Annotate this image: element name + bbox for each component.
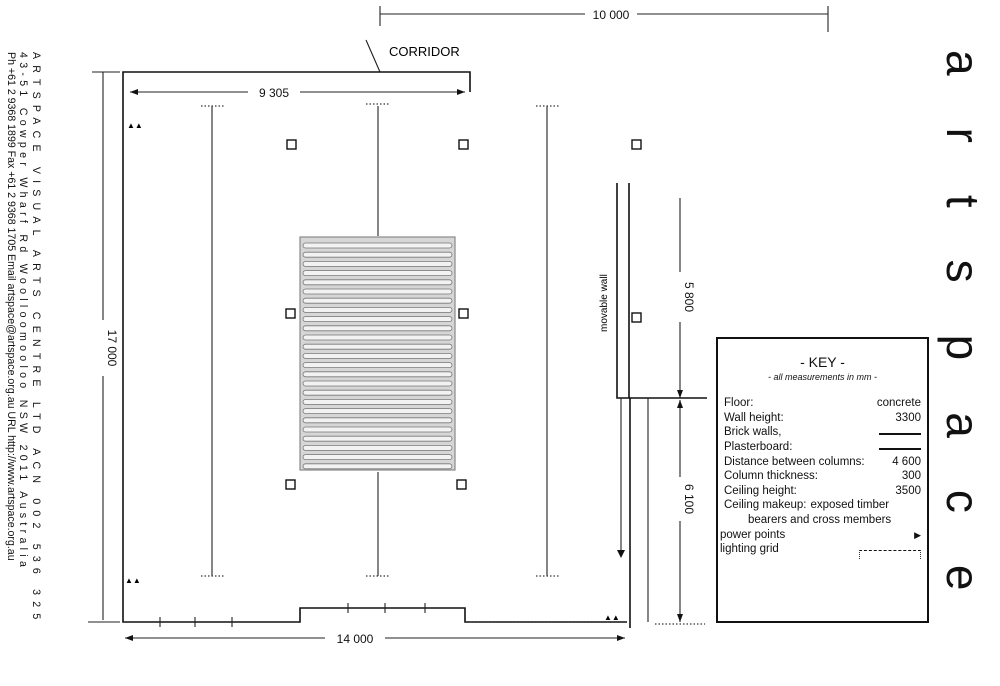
grating-slat: [302, 371, 453, 378]
key-row-column-thickness: Column thickness:300: [724, 470, 921, 483]
key-row-ceiling-makeup-cont: bearers and cross members: [748, 513, 892, 526]
column: [631, 312, 642, 323]
column: [285, 479, 296, 490]
key-row-brick-walls: Brick walls,: [718, 425, 927, 440]
grating-slat: [302, 288, 453, 295]
dimension-top-label: 10 000: [593, 8, 630, 22]
grating-slat: [302, 352, 453, 359]
grating-slat: [302, 325, 453, 332]
key-row-lighting-grid: lighting grid: [718, 542, 927, 560]
grating-slat: [302, 463, 453, 470]
dimension-bottom-label: 14 000: [337, 632, 374, 646]
dimension-right: 5 800 6 100: [672, 198, 696, 622]
key-title: - KEY -: [800, 354, 845, 370]
dimension-inner-top: 9 305: [130, 84, 465, 100]
key-subtitle: - all measurements in mm -: [767, 371, 878, 382]
corridor-label: CORRIDOR: [389, 44, 460, 59]
key-row-wall-height: Wall height:3300: [724, 411, 921, 424]
lighting-grid-icon: [859, 550, 921, 560]
lighting-grid: [201, 103, 559, 577]
grating-slat: [302, 454, 453, 461]
grating-slat: [302, 417, 453, 424]
column: [458, 139, 469, 150]
dimension-top: 10 000: [379, 6, 829, 32]
column: [285, 308, 296, 319]
grating-slat: [302, 260, 453, 267]
grating-slat: [302, 316, 453, 323]
grating-slat: [302, 389, 453, 396]
grating-slat: [302, 270, 453, 277]
plasterboard-line-icon: [879, 447, 921, 455]
power-point-icon: ▲▲: [127, 121, 143, 130]
grating-slat: [302, 306, 453, 313]
dimension-right-lower-label: 6 100: [682, 484, 696, 514]
grating-slat: [302, 408, 453, 415]
power-point-icon: ▶: [914, 529, 921, 540]
dimension-left-label: 17 000: [105, 330, 119, 367]
power-point-icon: ▲▲: [604, 613, 620, 622]
key-row-plasterboard: Plasterboard:: [718, 440, 927, 455]
grating-slat: [302, 343, 453, 350]
grating-slat: [302, 242, 453, 249]
brick-wall-line-icon: [879, 433, 921, 440]
dimension-bottom: 14 000: [125, 603, 625, 646]
grating-slat: [302, 251, 453, 258]
grating-slat: [302, 435, 453, 442]
key-row-ceiling-height: Ceiling height:3500: [724, 484, 921, 497]
key-legend: - KEY - - all measurements in mm - Floor…: [716, 337, 929, 623]
column: [456, 479, 467, 490]
movable-wall-label: movable wall: [599, 274, 610, 332]
key-row-power-points: power points▶: [720, 528, 921, 541]
key-row-floor: Floor:concrete: [724, 397, 921, 410]
column: [631, 139, 642, 150]
grating-slat: [302, 398, 453, 405]
ceiling-grating: [299, 236, 456, 471]
power-point-icon: ▲▲: [125, 576, 141, 585]
grating-slat: [302, 380, 453, 387]
grating-slat: [302, 444, 453, 451]
grating-slat: [302, 334, 453, 341]
dimension-inner-top-label: 9 305: [259, 86, 289, 100]
key-row-column-distance: Distance between columns:4 600: [724, 455, 921, 468]
key-row-ceiling-makeup: Ceiling makeup:exposed timber: [724, 499, 890, 512]
dimension-right-upper-label: 5 800: [682, 282, 696, 312]
grating-slat: [302, 426, 453, 433]
grating-slat: [302, 362, 453, 369]
walls: [122, 71, 707, 628]
grating-slat: [302, 279, 453, 286]
columns: [285, 139, 642, 490]
column: [458, 308, 469, 319]
grating-slat: [302, 297, 453, 304]
dimension-left: 17 000: [88, 71, 120, 623]
column: [286, 139, 297, 150]
